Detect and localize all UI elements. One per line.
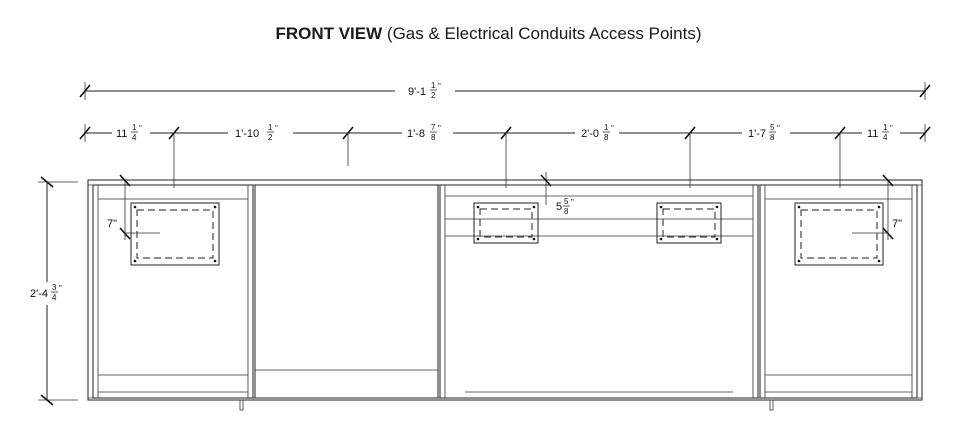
drawing-title: FRONT VIEW (Gas & Electrical Conduits Ac…: [0, 24, 977, 44]
segment-4-num: 1: [604, 123, 609, 132]
segment-5-num: 5: [770, 123, 775, 132]
segment-6-unit: ": [890, 124, 893, 133]
segment-6-whole: 11: [867, 128, 878, 140]
height-unit: ": [59, 284, 62, 293]
height-num: 3: [52, 283, 57, 292]
right-offset-dimension: 7": [852, 174, 902, 240]
segment-1-unit: ": [139, 124, 142, 133]
segment-5-whole: 1'-7: [748, 128, 766, 140]
access-panel-center-right: [656, 202, 722, 244]
segment-3-whole: 1'-8: [407, 128, 425, 140]
segment-6-den: 4: [883, 133, 888, 142]
segment-4-unit: ": [611, 124, 614, 133]
access-panel-center-left: [473, 202, 539, 244]
segment-5-den: 8: [770, 133, 775, 142]
segment-1-num: 1: [132, 123, 137, 132]
overall-width-den: 2: [431, 91, 436, 100]
height-dimension: 2'-4 3 4 ": [30, 176, 78, 406]
segment-2-num: 1: [268, 123, 273, 132]
segment-6-num: 1: [883, 123, 888, 132]
segment-4-whole: 2'-0: [581, 128, 599, 140]
height-whole: 2'-4: [30, 288, 48, 300]
title-subtitle: (Gas & Electrical Conduits Access Points…: [386, 24, 702, 43]
overall-width-whole: 9'-1: [408, 86, 426, 98]
title-bold: FRONT VIEW: [275, 24, 383, 43]
right-offset-label: 7": [892, 218, 902, 230]
overall-width-num: 1: [431, 81, 436, 90]
overall-width-unit: ": [438, 82, 441, 91]
center-offset-num: 5: [564, 197, 569, 206]
leader-lines: [173, 133, 841, 188]
overall-width-dimension: 9'-1 1 2 ": [79, 81, 931, 100]
cabinet-body: [87, 179, 923, 411]
height-den: 4: [52, 293, 57, 302]
center-offset-unit: ": [571, 198, 574, 207]
segment-1-den: 4: [132, 133, 137, 142]
center-offset-dimension: 5 5 8 ": [540, 172, 574, 216]
segment-3-den: 8: [431, 133, 436, 142]
center-offset-den: 8: [564, 207, 569, 216]
segment-2-whole: 1'-10: [235, 128, 259, 140]
segment-1-whole: 11: [116, 128, 127, 140]
segment-3-num: 7: [431, 123, 436, 132]
segment-2-den: 2: [268, 133, 273, 142]
left-offset-dimension: 7": [107, 174, 160, 240]
center-offset-whole: 5: [556, 201, 562, 213]
segment-2-unit: ": [275, 124, 278, 133]
segment-3-unit: ": [438, 124, 441, 133]
segment-dimension-line: 11 1 4 " 1'-10 1 2 " 1'-8 7 8 " 2'-0 1 8…: [79, 123, 931, 142]
segment-4-den: 8: [604, 133, 609, 142]
segment-5-unit: ": [777, 124, 780, 133]
access-panel-left: [130, 202, 220, 266]
access-panel-right: [794, 202, 884, 266]
left-offset-label: 7": [107, 218, 117, 230]
